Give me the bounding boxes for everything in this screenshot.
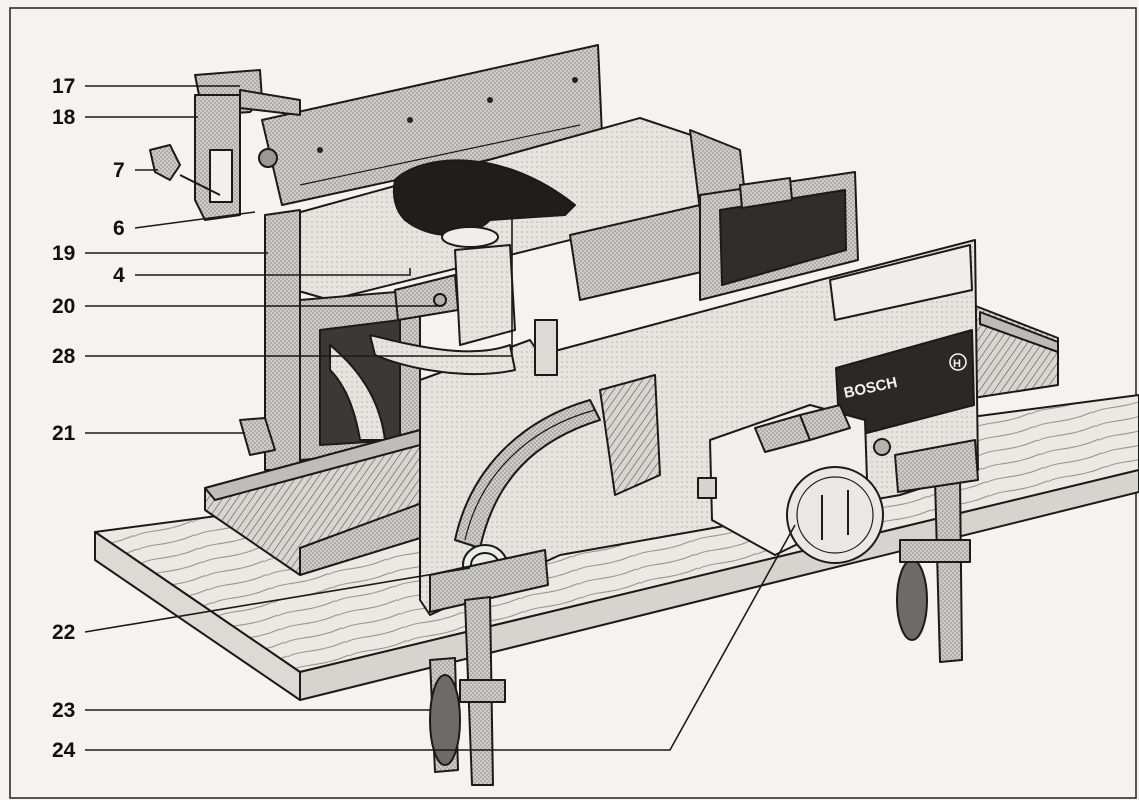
callout-28: 28 <box>52 345 76 368</box>
callout-20: 20 <box>52 295 75 318</box>
leader-6 <box>134 211 256 229</box>
leader-28 <box>85 215 513 357</box>
front-housing: BOSCH H <box>419 239 979 616</box>
callout-22: 22 <box>52 621 75 644</box>
callout-7: 7 <box>113 159 125 182</box>
brand-mark: H <box>953 358 961 370</box>
callout-23: 23 <box>52 699 75 722</box>
left-table <box>204 417 431 576</box>
right-extension-table <box>959 299 1059 401</box>
callout-21: 21 <box>52 422 76 445</box>
brand-mark-icon <box>949 353 967 371</box>
callout-24: 24 <box>52 739 76 762</box>
callout-4: 4 <box>113 264 125 287</box>
callout-6: 6 <box>113 217 125 240</box>
callout-labels: 17 18 7 6 19 4 20 28 21 22 23 24 <box>52 75 125 762</box>
leader-4 <box>135 268 411 276</box>
callout-19: 19 <box>52 242 75 265</box>
table-plate <box>369 159 576 375</box>
callout-17: 17 <box>52 75 75 98</box>
switch-box <box>697 404 884 564</box>
leader-22 <box>84 567 471 633</box>
callout-18: 18 <box>52 106 76 129</box>
leader-lines <box>84 85 796 751</box>
right-frame <box>699 171 859 301</box>
rear-fence <box>149 44 603 221</box>
leader-24 <box>85 524 796 751</box>
clamps <box>429 439 979 786</box>
